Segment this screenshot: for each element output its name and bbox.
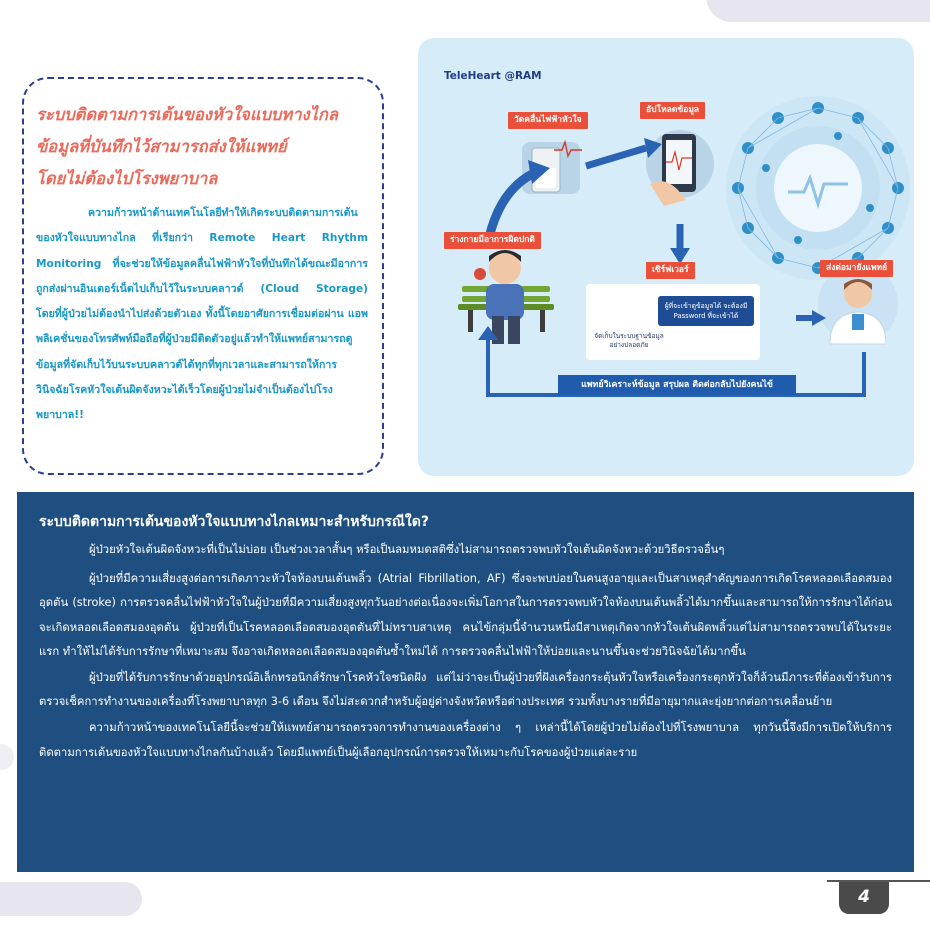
network-globe-icon: [726, 96, 910, 280]
server-password-note: ผู้ที่จะเข้าดูข้อมูลได้ จะต้องมี Passwor…: [658, 296, 754, 326]
tag-server: เซิร์ฟเวอร์: [646, 262, 695, 279]
patient-icon: [458, 250, 554, 344]
info-paragraph-4: ความก้าวหน้าของเทคโนโลยีนี้จะช่วยให้แพทย…: [39, 721, 892, 759]
flow-arrows: [478, 138, 866, 397]
info-title: ระบบติดตามการเต้นของหัวใจแบบทางไกลเหมาะส…: [39, 514, 429, 530]
decorative-pill-top: [706, 0, 930, 22]
doctor-icon: [818, 264, 898, 345]
page-number: 4: [839, 882, 889, 914]
page-number-rule: [827, 880, 930, 882]
brand-label: TeleHeart @RAM: [444, 70, 542, 82]
tag-doctor: ส่งต่อมายังแพทย์: [820, 260, 894, 277]
teleheart-diagram: TeleHeart @RAM วัดคลื่นไฟฟ้าหัวใจ อัปโหล…: [418, 38, 914, 476]
result-banner: แพทย์วิเคราะห์ข้อมูล สรุปผล ติดต่อกลับไป…: [558, 375, 796, 395]
info-paragraph-3: ผู้ป่วยที่ได้รับการรักษาด้วยอุปกรณ์อิเล็…: [39, 671, 892, 709]
tag-abnormal: ร่างกายมีอาการผิดปกติ: [444, 232, 541, 249]
info-paragraph-2: ผู้ป่วยที่มีความเสี่ยงสูงต่อการเกิดภาวะห…: [39, 572, 892, 658]
ecg-device-icon: [522, 139, 582, 194]
server-card: จัดเก็บในระบบฐานข้อมูลอย่างปลอดภัย ผู้ที…: [586, 284, 760, 360]
decorative-pill-left: [0, 744, 14, 770]
info-paragraph-1: ผู้ป่วยหัวใจเต้นผิดจังหวะที่เป็นไม่บ่อย …: [89, 543, 725, 556]
tag-upload: อัปโหลดข้อมูล: [640, 102, 706, 119]
intro-title-line-2: ข้อมูลที่บันทึกไว้สามารถส่งให้แพทย์: [36, 137, 287, 156]
server-caption: จัดเก็บในระบบฐานข้อมูลอย่างปลอดภัย: [594, 332, 664, 349]
intro-title-line-3: โดยไม่ต้องไปโรงพยาบาล: [36, 169, 218, 188]
smartphone-icon: [646, 130, 714, 206]
info-section: ระบบติดตามการเต้นของหัวใจแบบทางไกลเหมาะส…: [17, 492, 914, 872]
intro-box: ระบบติดตามการเต้นของหัวใจแบบทางไกล ข้อมู…: [22, 77, 384, 475]
intro-title-line-1: ระบบติดตามการเต้นของหัวใจแบบทางไกล: [36, 105, 339, 124]
decorative-pill-bottom: [0, 882, 142, 916]
intro-body: ความก้าวหน้าด้านเทคโนโลยีทำให้เกิดระบบติ…: [36, 207, 368, 422]
tag-ecg: วัดคลื่นไฟฟ้าหัวใจ: [508, 112, 588, 129]
